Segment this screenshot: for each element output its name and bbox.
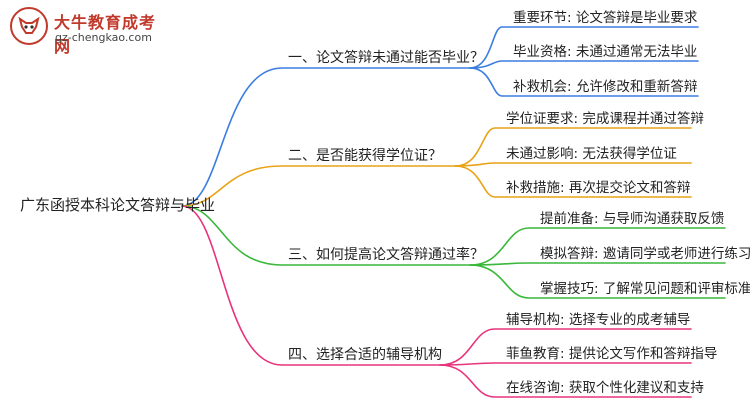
branch-2-leaf-2: 未通过影响: 无法获得学位证 [506, 146, 677, 162]
branch-3-leaf-1: 提前准备: 与导师沟通获取反馈 [540, 211, 725, 227]
logo-title: 大牛教育成考网 [54, 13, 157, 56]
root-to-branch-4-connector [181, 205, 441, 366]
branch-4-leaf-1-connector [439, 328, 692, 366]
root-to-branch-3-connector [181, 205, 471, 266]
branch-2-label: 二、是否能获得学位证？ [288, 148, 442, 164]
branch-4-leaf-2: 菲鱼教育: 提供论文写作和答辩指导 [506, 346, 718, 362]
branch-2-leaf-1-connector [454, 127, 692, 167]
branch-3-leaf-3: 掌握技巧: 了解常见问题和评审标准 [540, 281, 750, 297]
branch-2-leaf-3: 补救措施: 再次提交论文和答辩 [506, 180, 691, 196]
branch-1-leaf-3: 补救机会: 允许修改和重新答辩 [513, 79, 698, 95]
branch-4-label: 四、选择合适的辅导机构 [288, 347, 442, 363]
branch-4-leaf-3: 在线咨询: 获取个性化建议和支持 [506, 380, 704, 396]
logo-url: gz-chengkao.com [55, 31, 152, 44]
root-to-branch-1-connector [181, 67, 471, 207]
branch-2-leaf-3-connector [454, 165, 692, 198]
root-to-branch-2-connector [181, 165, 456, 207]
branch-4-leaf-2-connector [439, 362, 692, 366]
branch-3-leaf-2: 模拟答辩: 邀请同学或老师进行练习 [540, 246, 750, 262]
branch-2-leaf-2-connector [454, 162, 692, 167]
branch-1-leaf-3-connector [469, 67, 699, 97]
root-node-label: 广东函授本科论文答辩与毕业 [20, 196, 216, 214]
site-logo[interactable]: 大牛教育成考网 gz-chengkao.com [4, 4, 164, 56]
branch-3-leaf-2-connector [469, 262, 726, 266]
branch-1-leaf-2-connector [469, 60, 699, 69]
branch-1-leaf-1: 重要环节: 论文答辩是毕业要求 [513, 10, 698, 26]
niu-mascot-icon [10, 7, 48, 45]
branch-3-leaf-3-connector [469, 264, 726, 299]
branch-1-label: 一、论文答辩未通过能否毕业？ [288, 50, 484, 66]
branch-2-leaf-1: 学位证要求: 完成课程并通过答辩 [506, 111, 704, 127]
branch-1-leaf-2: 毕业资格: 未通过通常无法毕业 [513, 44, 698, 60]
branch-4-leaf-1: 辅导机构: 选择专业的成考辅导 [506, 312, 691, 328]
branch-1-leaf-1-connector [469, 26, 699, 69]
branch-3-leaf-1-connector [469, 227, 726, 266]
branch-3-label: 三、如何提高论文答辩通过率？ [288, 247, 484, 263]
branch-4-leaf-3-connector [439, 364, 692, 398]
